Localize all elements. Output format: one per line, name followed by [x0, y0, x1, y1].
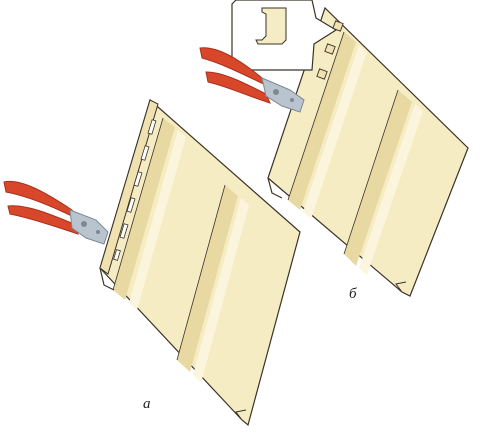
panel-a-highlight-2: [193, 198, 249, 383]
panel-a-groove-1: [113, 118, 175, 300]
figure-b: [199, 0, 469, 297]
panel-a-highlight-1: [129, 130, 186, 310]
snap-lock-punch-icon-a: [3, 180, 109, 245]
siding-panel-a: [99, 98, 301, 427]
siding-panel-b: [267, 6, 469, 297]
panel-a-groove-2: [177, 185, 238, 372]
nail-slot: [119, 223, 129, 239]
panel-b-groove-1: [288, 32, 356, 210]
tool-b-pivot: [273, 89, 279, 95]
panel-a-step-2: [176, 184, 226, 361]
panel-b-bottom-lip: [267, 177, 283, 199]
tool-b-rivet: [290, 98, 294, 102]
panel-b-step-2: [343, 89, 399, 255]
panel-b-highlight-2: [359, 104, 423, 275]
figure-a: [3, 98, 301, 427]
nail-slots-a: [113, 119, 157, 261]
nail-slot: [140, 145, 150, 161]
lock-tab: [316, 68, 328, 80]
tool-a-rivet: [96, 230, 100, 234]
tool-a-pivot: [81, 221, 87, 227]
nail-slot: [133, 171, 143, 187]
panel-b-highlight-1: [303, 45, 367, 219]
panel-a-bottom-lip: [99, 267, 115, 291]
nail-slot: [147, 119, 157, 135]
panel-b-step-1: [287, 31, 345, 201]
inset-hook-profile: [255, 7, 287, 45]
panel-b-right-lip: [395, 281, 407, 293]
nail-slot: [113, 249, 121, 261]
panel-a-right-lip: [235, 409, 247, 421]
lock-tab: [324, 43, 336, 55]
figure-label-b: б: [349, 286, 357, 302]
panel-a-step-1: [112, 117, 164, 291]
nailing-hem-a-strip: [99, 99, 159, 275]
nailing-hem-a: [99, 99, 159, 275]
nail-slot: [126, 197, 136, 213]
tool-b-handle-lower: [205, 71, 271, 104]
tool-a-jaw: [69, 209, 109, 245]
snap-lock-punch-icon-b: [199, 47, 305, 113]
tool-b-jaw: [261, 77, 305, 113]
panel-b-groove-2: [344, 90, 412, 266]
tool-a-handle-lower: [7, 205, 79, 235]
figure-label-a: а: [143, 396, 151, 412]
